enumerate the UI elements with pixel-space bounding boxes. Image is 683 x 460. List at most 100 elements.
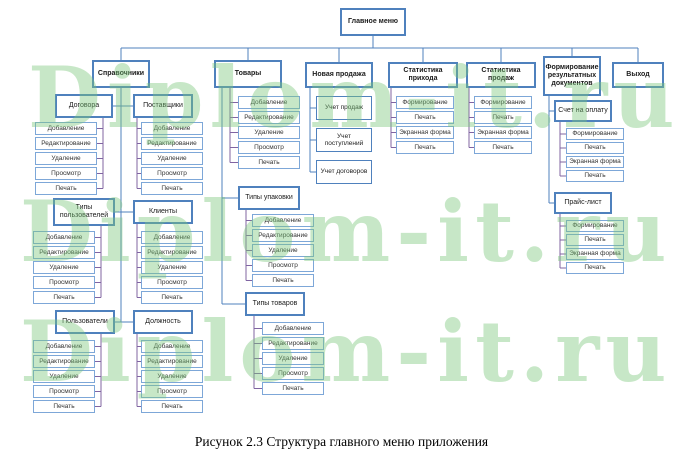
node-label: Просмотр [157, 387, 187, 395]
node-label: Экранная форма [477, 128, 529, 136]
node-tt-2: Редактирование [262, 337, 324, 350]
node-label: Формирование [572, 222, 618, 230]
node-dog-5: Печать [35, 182, 97, 195]
node-label: Типы упаковки [245, 193, 293, 201]
node-label: Просмотр [49, 387, 79, 395]
node-kl-1: Добавление [141, 231, 203, 244]
node-tipy-tov: Типы товаров [245, 292, 305, 316]
node-label: Печать [492, 143, 514, 151]
node-dog-3: Удаление [35, 152, 97, 165]
node-dz-2: Редактирование [141, 355, 203, 368]
node-label: Просмотр [278, 369, 308, 377]
node-label: Типы товаров [252, 299, 298, 307]
node-label: Просмотр [51, 169, 81, 177]
node-label: Печать [282, 384, 304, 392]
node-pz-5: Печать [33, 400, 95, 413]
node-tv-3: Удаление [238, 126, 300, 139]
node-label: Просмотр [49, 278, 79, 286]
node-sc-2: Печать [566, 142, 624, 154]
node-label: Формирование результатных документов [545, 63, 599, 88]
node-dz-3: Удаление [141, 370, 203, 383]
node-label: Печать [53, 293, 75, 301]
node-label: Печать [55, 184, 77, 192]
node-label: Редактирование [147, 357, 197, 365]
node-ss-1: Формирование [474, 96, 532, 109]
node-label: Добавление [153, 342, 191, 350]
node-form-dok: Формирование результатных документов [543, 56, 601, 96]
node-tp-4: Просмотр [33, 276, 95, 289]
node-label: Статистика продаж [481, 66, 521, 82]
node-tp-3: Удаление [33, 261, 95, 274]
node-label: Добавление [250, 98, 288, 106]
node-label: Экранная форма [399, 128, 451, 136]
node-label: Прайс-лист [564, 198, 602, 206]
node-np-2: Учет поступлений [316, 128, 372, 152]
node-tt-1: Добавление [262, 322, 324, 335]
node-tu-1: Добавление [252, 214, 314, 227]
node-label: Счет на оплату [558, 106, 608, 114]
node-sp-3: Экранная форма [396, 126, 454, 139]
node-polz: Пользователи [55, 310, 115, 334]
node-label: Учет договоров [320, 168, 368, 176]
node-label: Клиенты [148, 207, 178, 215]
node-pz-3: Удаление [33, 370, 95, 383]
node-klienty: Клиенты [133, 200, 193, 224]
node-sp-4: Печать [396, 141, 454, 154]
node-label: Добавление [153, 124, 191, 132]
node-pr-3: Экранная форма [566, 248, 624, 260]
node-label: Пользователи [62, 317, 108, 325]
node-label: Удаление [157, 372, 187, 380]
node-label: Печать [414, 143, 436, 151]
node-pos-1: Добавление [141, 122, 203, 135]
node-kl-5: Печать [141, 291, 203, 304]
node-pr-2: Печать [566, 234, 624, 246]
node-label: Печать [161, 402, 183, 410]
node-label: Редактирование [258, 231, 308, 239]
node-label: Редактирование [39, 248, 89, 256]
node-tp-1: Добавление [33, 231, 95, 244]
node-label: Должность [145, 317, 181, 325]
node-vyhod: Выход [612, 62, 664, 88]
node-label: Добавление [45, 233, 83, 241]
node-dz-4: Просмотр [141, 385, 203, 398]
node-dolzh: Должность [133, 310, 193, 334]
node-label: Формирование [572, 130, 618, 138]
node-sp-2: Печать [396, 111, 454, 124]
node-label: Редактирование [147, 139, 197, 147]
node-dog-1: Добавление [35, 122, 97, 135]
node-label: Добавление [153, 233, 191, 241]
figure-caption: Рисунок 2.3 Структура главного меню прил… [194, 434, 489, 449]
node-tipy-upak: Типы упаковки [238, 186, 300, 210]
node-label: Добавление [47, 124, 85, 132]
node-label: Редактирование [39, 357, 89, 365]
node-label: Печать [584, 236, 606, 244]
node-np-1: Учет продаж [316, 96, 372, 120]
node-price: Прайс-лист [554, 192, 612, 214]
node-sprav: Справочники [92, 60, 150, 88]
node-label: Учет поступлений [324, 132, 364, 147]
node-label: Печать [161, 184, 183, 192]
node-label: Печать [258, 158, 280, 166]
node-label: Удаление [49, 263, 79, 271]
node-tp-5: Печать [33, 291, 95, 304]
node-pz-2: Редактирование [33, 355, 95, 368]
node-label: Редактирование [147, 248, 197, 256]
node-tt-5: Печать [262, 382, 324, 395]
node-dz-1: Добавление [141, 340, 203, 353]
node-label: Печать [492, 113, 514, 121]
node-label: Добавление [45, 342, 83, 350]
node-label: Удаление [51, 154, 81, 162]
node-novaya: Новая продажа [305, 62, 373, 88]
node-label: Справочники [97, 69, 145, 77]
node-label: Экранная форма [569, 250, 621, 258]
node-label: Печать [272, 276, 294, 284]
node-label: Удаление [254, 128, 284, 136]
node-pz-4: Просмотр [33, 385, 95, 398]
node-tu-5: Печать [252, 274, 314, 287]
node-stat-prih: Статистика прихода [388, 62, 458, 88]
node-dz-5: Печать [141, 400, 203, 413]
node-label: Главное меню [348, 17, 398, 25]
node-label: Новая продажа [312, 70, 366, 78]
